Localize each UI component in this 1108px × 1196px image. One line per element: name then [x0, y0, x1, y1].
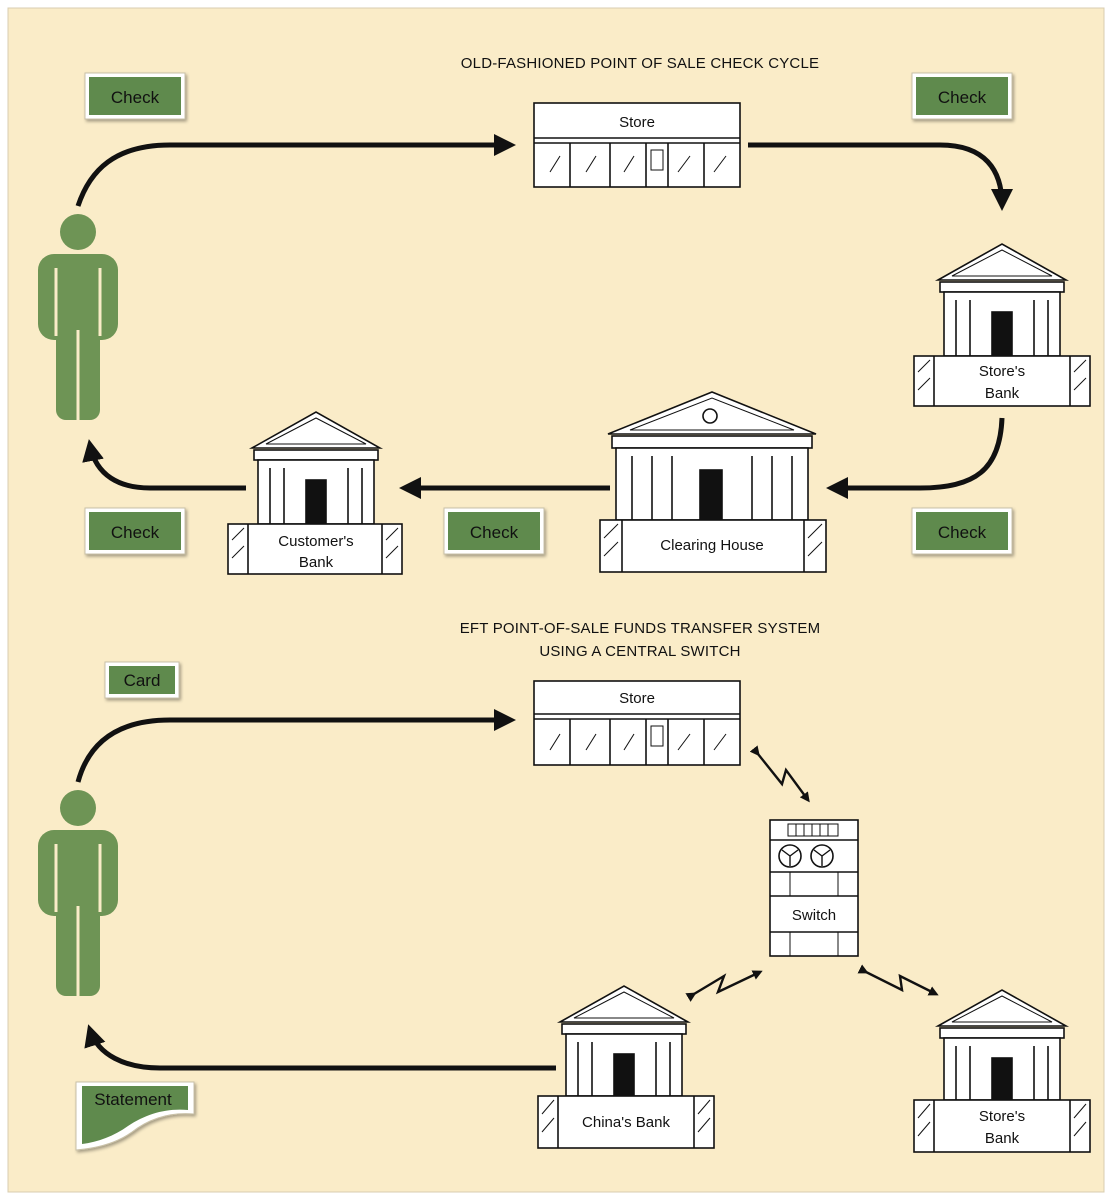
- customer-person-icon: [38, 214, 118, 420]
- arrow-person-to-store: [75, 134, 516, 207]
- store-building-bottom: [533, 680, 741, 766]
- store-building-top: [533, 102, 741, 188]
- link-store-switch-icon: [749, 745, 810, 803]
- check-tag-4: [443, 507, 545, 555]
- store-bottom-label: Store: [619, 690, 655, 707]
- stores-bank-building-bottom: [913, 989, 1091, 1153]
- arrow-stores-bank-to-clearing: [826, 417, 1005, 499]
- switch-device: [769, 819, 859, 957]
- check-tag-4-label: Check: [470, 523, 519, 542]
- customers-bank-label-1: Customer's: [278, 533, 353, 550]
- arrow-chinas-bank-to-person: [84, 1024, 556, 1071]
- chinas-bank-label: China's Bank: [582, 1114, 670, 1131]
- customers-bank-building: [227, 411, 403, 575]
- link-switch-chinas-bank-icon: [685, 970, 763, 1002]
- check-tag-5: [911, 507, 1013, 555]
- bottom-title-line2: USING A CENTRAL SWITCH: [539, 643, 740, 660]
- stores-bank-bottom-label-1: Store's: [979, 1108, 1025, 1125]
- clearing-house-label: Clearing House: [660, 537, 763, 554]
- stores-bank-bottom-label-2: Bank: [985, 1130, 1020, 1147]
- check-tag-1: [84, 72, 186, 120]
- customers-bank-label-2: Bank: [299, 554, 334, 571]
- statement-tag-label: Statement: [94, 1090, 172, 1109]
- stores-bank-top-label-2: Bank: [985, 385, 1020, 402]
- top-title: OLD-FASHIONED POINT OF SALE CHECK CYCLE: [461, 55, 819, 72]
- check-tag-1-label: Check: [111, 88, 160, 107]
- customer-person-icon-bottom: [38, 790, 118, 996]
- stores-bank-building-top: [913, 243, 1091, 407]
- arrow-customers-bank-to-person: [82, 439, 246, 491]
- store-top-label: Store: [619, 114, 655, 131]
- check-tag-2: [911, 72, 1013, 120]
- switch-label: Switch: [792, 907, 836, 924]
- card-tag: [104, 661, 180, 699]
- check-tag-2-label: Check: [938, 88, 987, 107]
- arrow-person-to-store-bottom: [75, 709, 516, 783]
- link-switch-stores-bank-icon: [857, 964, 939, 996]
- bottom-title-line1: EFT POINT-OF-SALE FUNDS TRANSFER SYSTEM: [460, 620, 821, 637]
- clearing-house-building: [599, 391, 827, 573]
- check-tag-3: [84, 507, 186, 555]
- chinas-bank-building: [537, 985, 715, 1149]
- stores-bank-top-label-1: Store's: [979, 363, 1025, 380]
- arrow-store-to-stores-bank: [748, 142, 1013, 211]
- check-tag-3-label: Check: [111, 523, 160, 542]
- card-tag-label: Card: [124, 671, 161, 690]
- check-tag-5-label: Check: [938, 523, 987, 542]
- statement-tag: [75, 1081, 195, 1151]
